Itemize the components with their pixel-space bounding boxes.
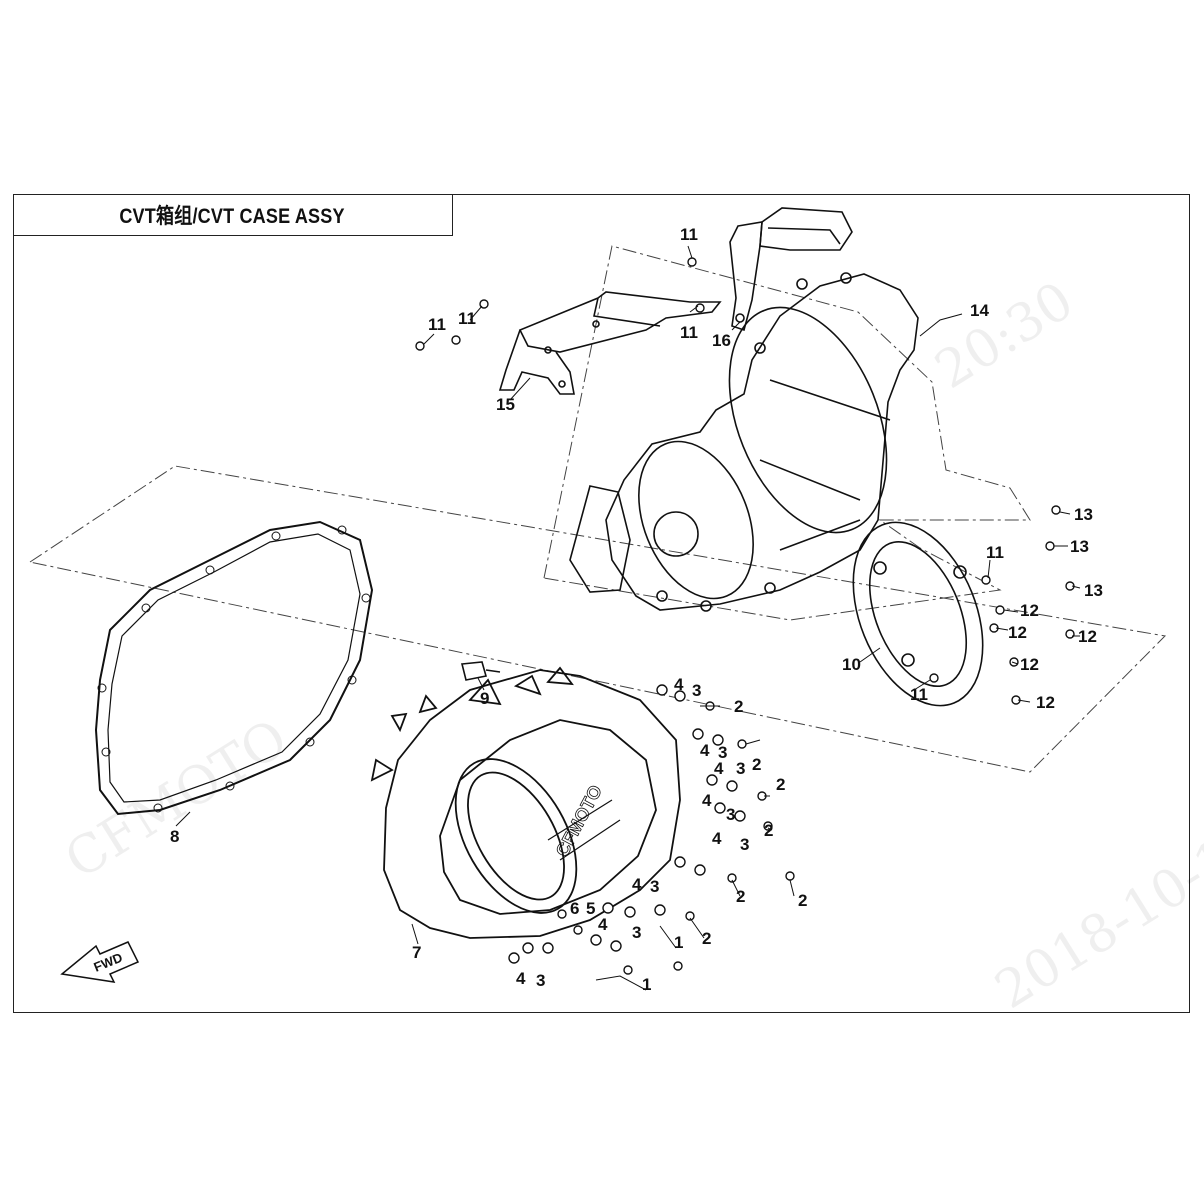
callout-1-a: 1 <box>674 933 683 952</box>
gasket-plane <box>28 465 1167 773</box>
callout-11-f: 11 <box>910 685 928 704</box>
watermark-text-a: 2018-10-18 <box>985 811 1204 1021</box>
callout-3-d: 3 <box>736 759 745 778</box>
callout-6: 6 <box>570 899 579 918</box>
fasteners <box>415 257 1075 975</box>
diagram-title: CVT箱组/CVT CASE ASSY <box>119 204 346 228</box>
callout-3-h: 3 <box>536 971 545 990</box>
inner-case-plane <box>543 245 1031 621</box>
callout-13-b: 13 <box>1070 537 1089 556</box>
callout-3-a: 3 <box>692 681 701 700</box>
callout-15: 15 <box>496 395 515 414</box>
callout-2-c: 2 <box>776 775 785 794</box>
callout-11-c: 11 <box>428 315 446 334</box>
callout-4-e: 4 <box>712 829 722 848</box>
bracket-16 <box>729 207 853 332</box>
callout-2-a: 2 <box>734 697 743 716</box>
callout-8: 8 <box>170 827 179 846</box>
bracket-15 <box>498 291 722 395</box>
callout-3-b: 3 <box>718 743 727 762</box>
callout-7: 7 <box>412 943 421 962</box>
outer-cover-7: CFMOTO <box>370 666 681 939</box>
inner-case-14 <box>569 272 919 612</box>
callout-labels: 11 11 11 11 16 15 14 13 13 13 11 12 12 1… <box>170 225 1103 994</box>
watermark-text-b: 20:30 <box>925 271 1084 401</box>
callout-4-f: 4 <box>632 875 642 894</box>
callout-2-g: 2 <box>702 929 711 948</box>
callout-2-f: 2 <box>798 891 807 910</box>
callout-4-c: 4 <box>702 791 712 810</box>
callout-12-a: 12 <box>1020 601 1039 620</box>
callout-4-h: 4 <box>516 969 526 988</box>
callout-2-d: 2 <box>764 821 773 840</box>
callout-1-b: 1 <box>642 975 651 994</box>
callout-5: 5 <box>586 899 595 918</box>
callout-3-c: 3 <box>726 805 735 824</box>
callout-13-a: 13 <box>1074 505 1093 524</box>
switch-9 <box>460 661 501 681</box>
cover-plate-10 <box>852 521 984 707</box>
callout-4-g: 4 <box>598 915 608 934</box>
gasket-8 <box>94 520 374 816</box>
callout-14: 14 <box>970 301 989 320</box>
callout-12-d: 12 <box>1020 655 1039 674</box>
callout-11-e: 11 <box>986 543 1004 562</box>
callout-11-a: 11 <box>680 225 698 244</box>
callout-3-g: 3 <box>632 923 641 942</box>
callout-12-e: 12 <box>1036 693 1055 712</box>
diagram-frame <box>13 194 1190 1013</box>
callout-10: 10 <box>842 655 861 674</box>
callout-2-e: 2 <box>736 887 745 906</box>
callout-12-b: 12 <box>1008 623 1027 642</box>
title-box: CVT箱组/CVT CASE ASSY <box>13 194 453 236</box>
callout-11-b: 11 <box>680 323 698 342</box>
callout-11-d: 11 <box>458 309 476 328</box>
watermark-brand: CFMOTO <box>55 708 298 891</box>
callout-9: 9 <box>480 689 489 708</box>
callout-3-e: 3 <box>740 835 749 854</box>
callout-12-c: 12 <box>1078 627 1097 646</box>
leader-lines <box>175 245 1081 991</box>
callout-13-c: 13 <box>1084 581 1103 600</box>
callout-4-d: 4 <box>714 759 724 778</box>
callout-4-b: 4 <box>700 741 710 760</box>
callout-2-b: 2 <box>752 755 761 774</box>
fwd-arrow: FWD <box>60 941 140 983</box>
assembly-planes <box>28 245 1167 773</box>
cover-logo: CFMOTO <box>552 782 606 860</box>
callout-4-a: 4 <box>674 675 684 694</box>
callout-3-f: 3 <box>650 877 659 896</box>
callout-16: 16 <box>712 331 731 350</box>
